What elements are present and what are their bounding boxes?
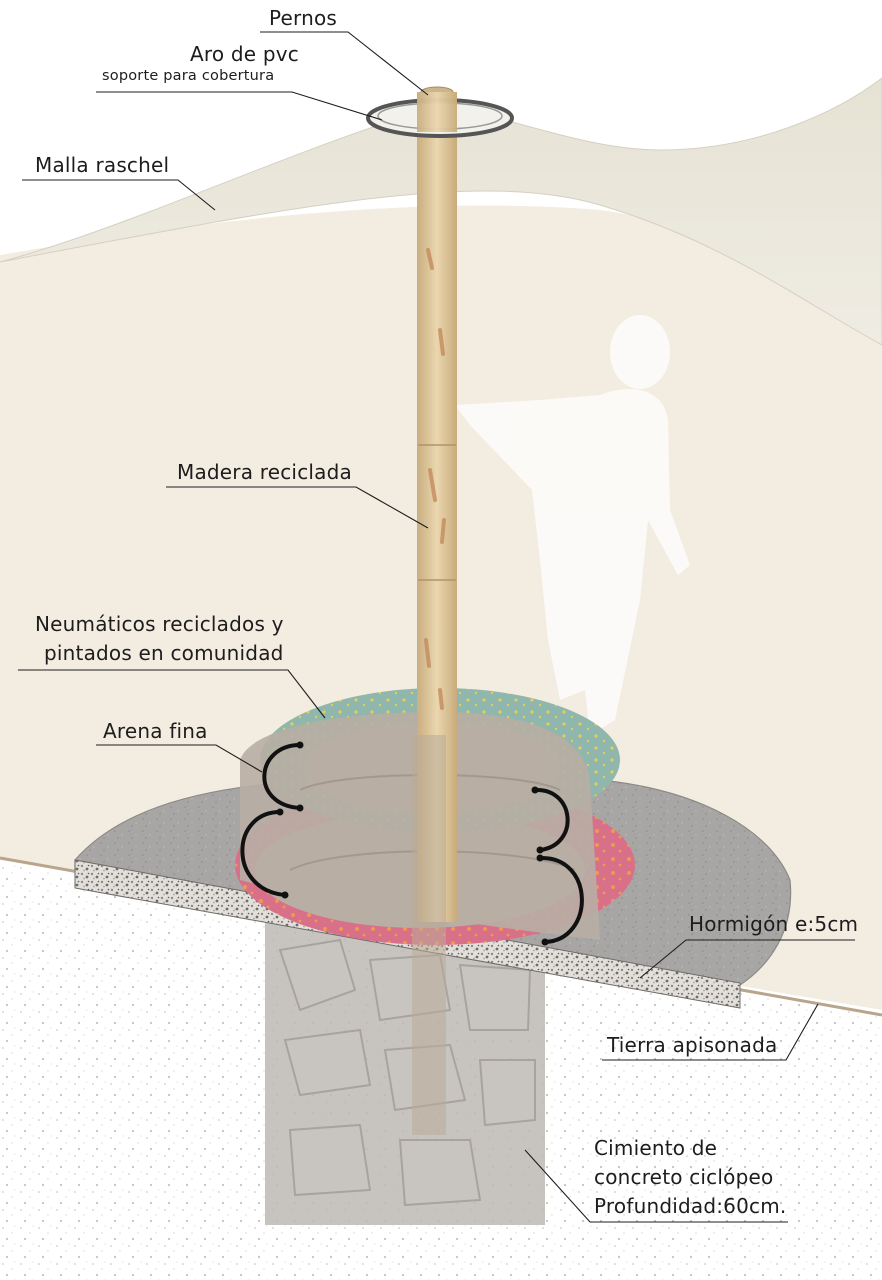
child-silhouette	[455, 315, 690, 735]
label-neumaticos-line1: Neumáticos reciclados y	[35, 612, 284, 636]
label-hormigon: Hormigón e:5cm	[689, 912, 859, 936]
label-arena-fina: Arena fina	[103, 719, 208, 743]
leader-tierra	[602, 1003, 819, 1061]
leader-aro	[96, 91, 383, 121]
recycled-tires	[235, 688, 635, 946]
leader-madera	[166, 486, 429, 529]
leader-neumaticos	[18, 669, 326, 719]
label-pernos: Pernos	[269, 6, 338, 30]
leader-pernos	[260, 31, 429, 96]
leader-arena	[96, 744, 263, 773]
leader-malla	[22, 179, 216, 211]
label-soporte-cobertura: soporte para cobertura	[102, 68, 275, 84]
label-cimiento-line2: concreto ciclópeo	[594, 1165, 774, 1189]
label-cimiento-line3: Profundidad:60cm.	[594, 1194, 787, 1218]
pvc-ring	[366, 92, 514, 138]
label-tierra-apisonada: Tierra apisonada	[607, 1033, 778, 1057]
label-malla-raschel: Malla raschel	[35, 153, 170, 177]
leader-hormigon	[639, 939, 855, 979]
recycled-wood-post	[412, 86, 457, 1135]
label-cimiento-line1: Cimiento de	[594, 1136, 718, 1160]
label-neumaticos-line2: pintados en comunidad	[44, 641, 284, 665]
label-aro-pvc: Aro de pvc	[190, 42, 299, 66]
leader-lines	[18, 31, 855, 1223]
label-madera-reciclada: Madera reciclada	[177, 460, 352, 484]
leader-cimiento	[524, 1149, 788, 1223]
cyclopean-foundation	[265, 920, 545, 1225]
